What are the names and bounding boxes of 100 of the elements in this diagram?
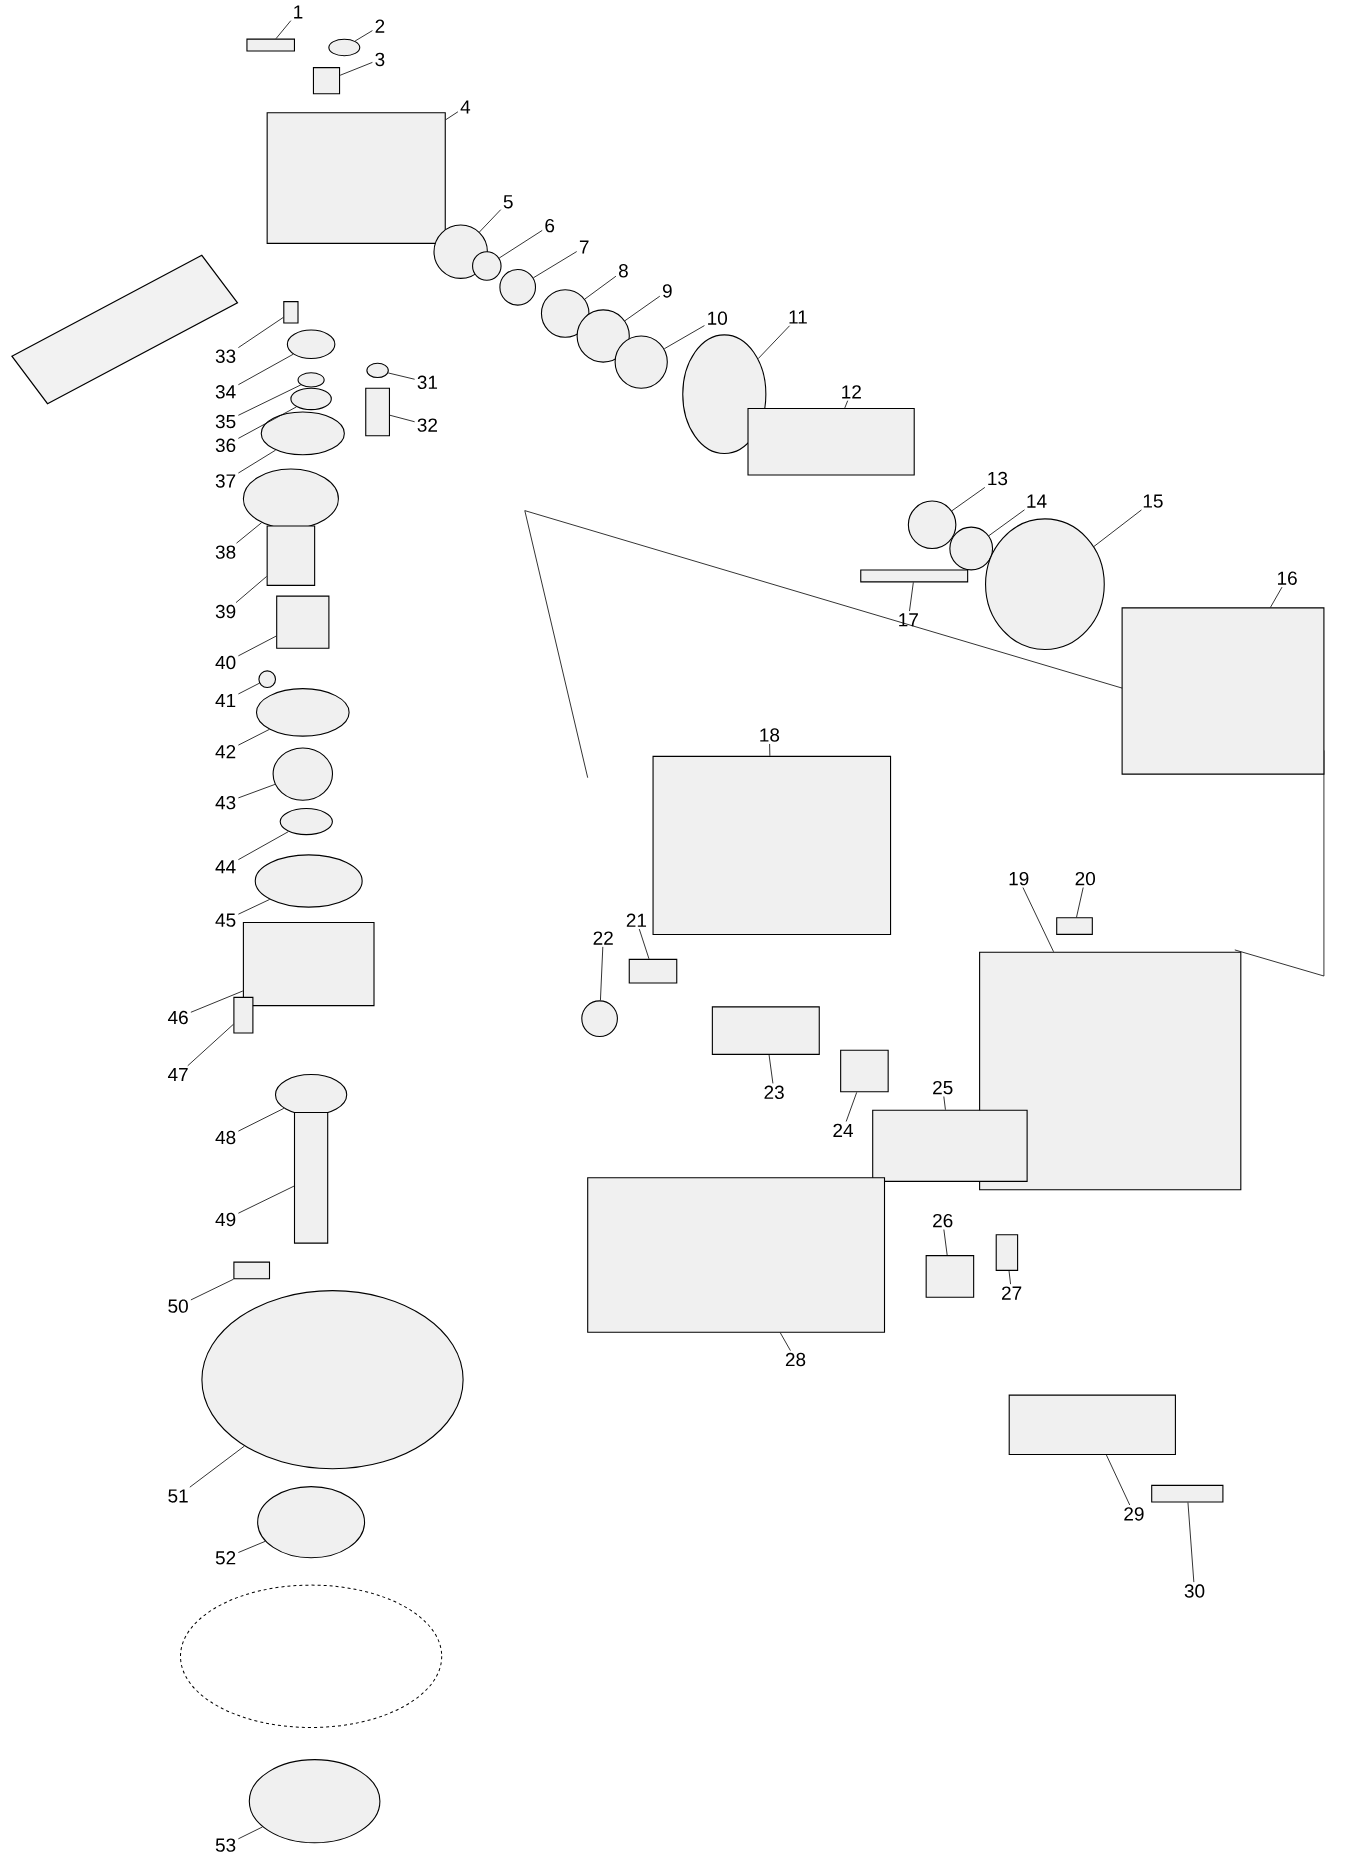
callout-number: 5 xyxy=(503,195,513,209)
part-drawing xyxy=(711,1006,820,1055)
leader-line xyxy=(624,295,661,322)
leader-line xyxy=(237,784,276,799)
leader-line xyxy=(988,509,1025,537)
part-drawing xyxy=(254,854,363,908)
leader-line xyxy=(236,522,262,544)
callout-number: 10 xyxy=(708,311,727,325)
callout-number: 39 xyxy=(215,604,236,619)
callout-number: 37 xyxy=(215,474,236,488)
part-drawing xyxy=(279,808,333,836)
callout-number: 13 xyxy=(988,471,1008,486)
callout-number: 53 xyxy=(215,1838,236,1852)
part-drawing xyxy=(925,1255,975,1298)
callout-number: 28 xyxy=(785,1352,806,1367)
part-drawing xyxy=(272,747,334,801)
callout-number: 18 xyxy=(760,728,780,742)
part-drawing xyxy=(587,1177,886,1333)
leader-line xyxy=(339,62,373,76)
callout-number: 44 xyxy=(215,860,236,874)
callout-number: 47 xyxy=(167,1068,188,1082)
part-drawing xyxy=(246,38,295,52)
leader-line xyxy=(235,576,267,603)
callout-number: 27 xyxy=(1002,1286,1022,1300)
leader-line xyxy=(237,899,271,915)
part-drawing xyxy=(274,1073,348,1116)
callout-number: 41 xyxy=(215,694,236,708)
part-drawing xyxy=(255,688,350,737)
leader-line xyxy=(237,1826,263,1840)
part-drawing xyxy=(1056,917,1093,935)
leader-line xyxy=(1187,1502,1195,1583)
part-drawing xyxy=(499,268,537,306)
leader-line xyxy=(237,449,276,474)
callout-number: 6 xyxy=(545,218,555,233)
leader-line xyxy=(1270,586,1283,608)
part-drawing xyxy=(233,1261,271,1280)
part-drawing xyxy=(540,289,590,338)
leader-line xyxy=(638,928,650,960)
leader-line xyxy=(237,406,297,439)
part-drawing xyxy=(995,1234,1019,1271)
callout-number: 16 xyxy=(1278,571,1297,585)
part-drawing xyxy=(258,670,277,689)
leader-line xyxy=(600,946,604,1001)
part-drawing xyxy=(297,372,325,388)
part-drawing xyxy=(242,922,375,1007)
part-drawing xyxy=(1008,1394,1176,1456)
part-drawing xyxy=(312,67,341,95)
leader-line xyxy=(845,1091,858,1122)
callout-number: 38 xyxy=(215,545,236,559)
part-drawing xyxy=(286,329,336,360)
callout-number: 35 xyxy=(215,414,236,429)
part-drawing xyxy=(840,1049,889,1093)
callout-number: 52 xyxy=(215,1551,236,1565)
leader-line xyxy=(190,1278,234,1301)
leader-line xyxy=(498,230,543,259)
part-drawing xyxy=(628,958,678,984)
part-drawing xyxy=(365,387,390,437)
leader-line xyxy=(275,20,292,39)
part-drawing xyxy=(979,951,1242,1191)
callout-number: 20 xyxy=(1075,871,1096,886)
leader-line xyxy=(1106,1454,1131,1506)
leader-line xyxy=(189,1445,245,1488)
leader-line xyxy=(237,1107,285,1132)
part-drawing xyxy=(1151,1484,1224,1503)
callout-number: 26 xyxy=(933,1213,953,1228)
part-drawing xyxy=(293,1111,329,1244)
callout-number: 29 xyxy=(1124,1507,1144,1521)
callout-number: 45 xyxy=(215,913,236,927)
leader-line xyxy=(237,353,294,386)
callout-number: 51 xyxy=(168,1489,188,1503)
part-drawing xyxy=(201,1290,464,1470)
part-drawing xyxy=(860,569,969,583)
callout-number: 2 xyxy=(375,19,385,33)
part-drawing xyxy=(581,1000,618,1038)
part-drawing xyxy=(472,251,502,281)
leader-line xyxy=(389,414,416,423)
callout-number: 4 xyxy=(460,100,471,114)
callout-number: 12 xyxy=(842,385,861,399)
leader-line xyxy=(237,831,289,861)
leader-line xyxy=(387,372,416,380)
part-drawing xyxy=(283,301,299,324)
callout-number: 46 xyxy=(167,1010,188,1025)
leader-line xyxy=(909,582,914,612)
leader-line xyxy=(354,30,373,42)
part-drawing xyxy=(985,518,1105,651)
part-drawing xyxy=(1121,607,1325,775)
callout-number: 22 xyxy=(593,931,613,945)
callout-number: 8 xyxy=(618,264,628,278)
callout-number: 9 xyxy=(662,284,672,298)
part-drawing xyxy=(614,335,668,389)
leader-line xyxy=(237,317,284,349)
callout-number: 23 xyxy=(764,1085,784,1100)
leader-line xyxy=(1093,509,1142,547)
leader-line xyxy=(237,729,270,746)
callout-number: 1 xyxy=(294,5,303,19)
leader-line xyxy=(445,111,459,121)
leader-line xyxy=(769,743,771,757)
leader-line xyxy=(533,251,578,279)
callout-number: 15 xyxy=(1143,494,1163,508)
leader-line xyxy=(237,635,277,657)
